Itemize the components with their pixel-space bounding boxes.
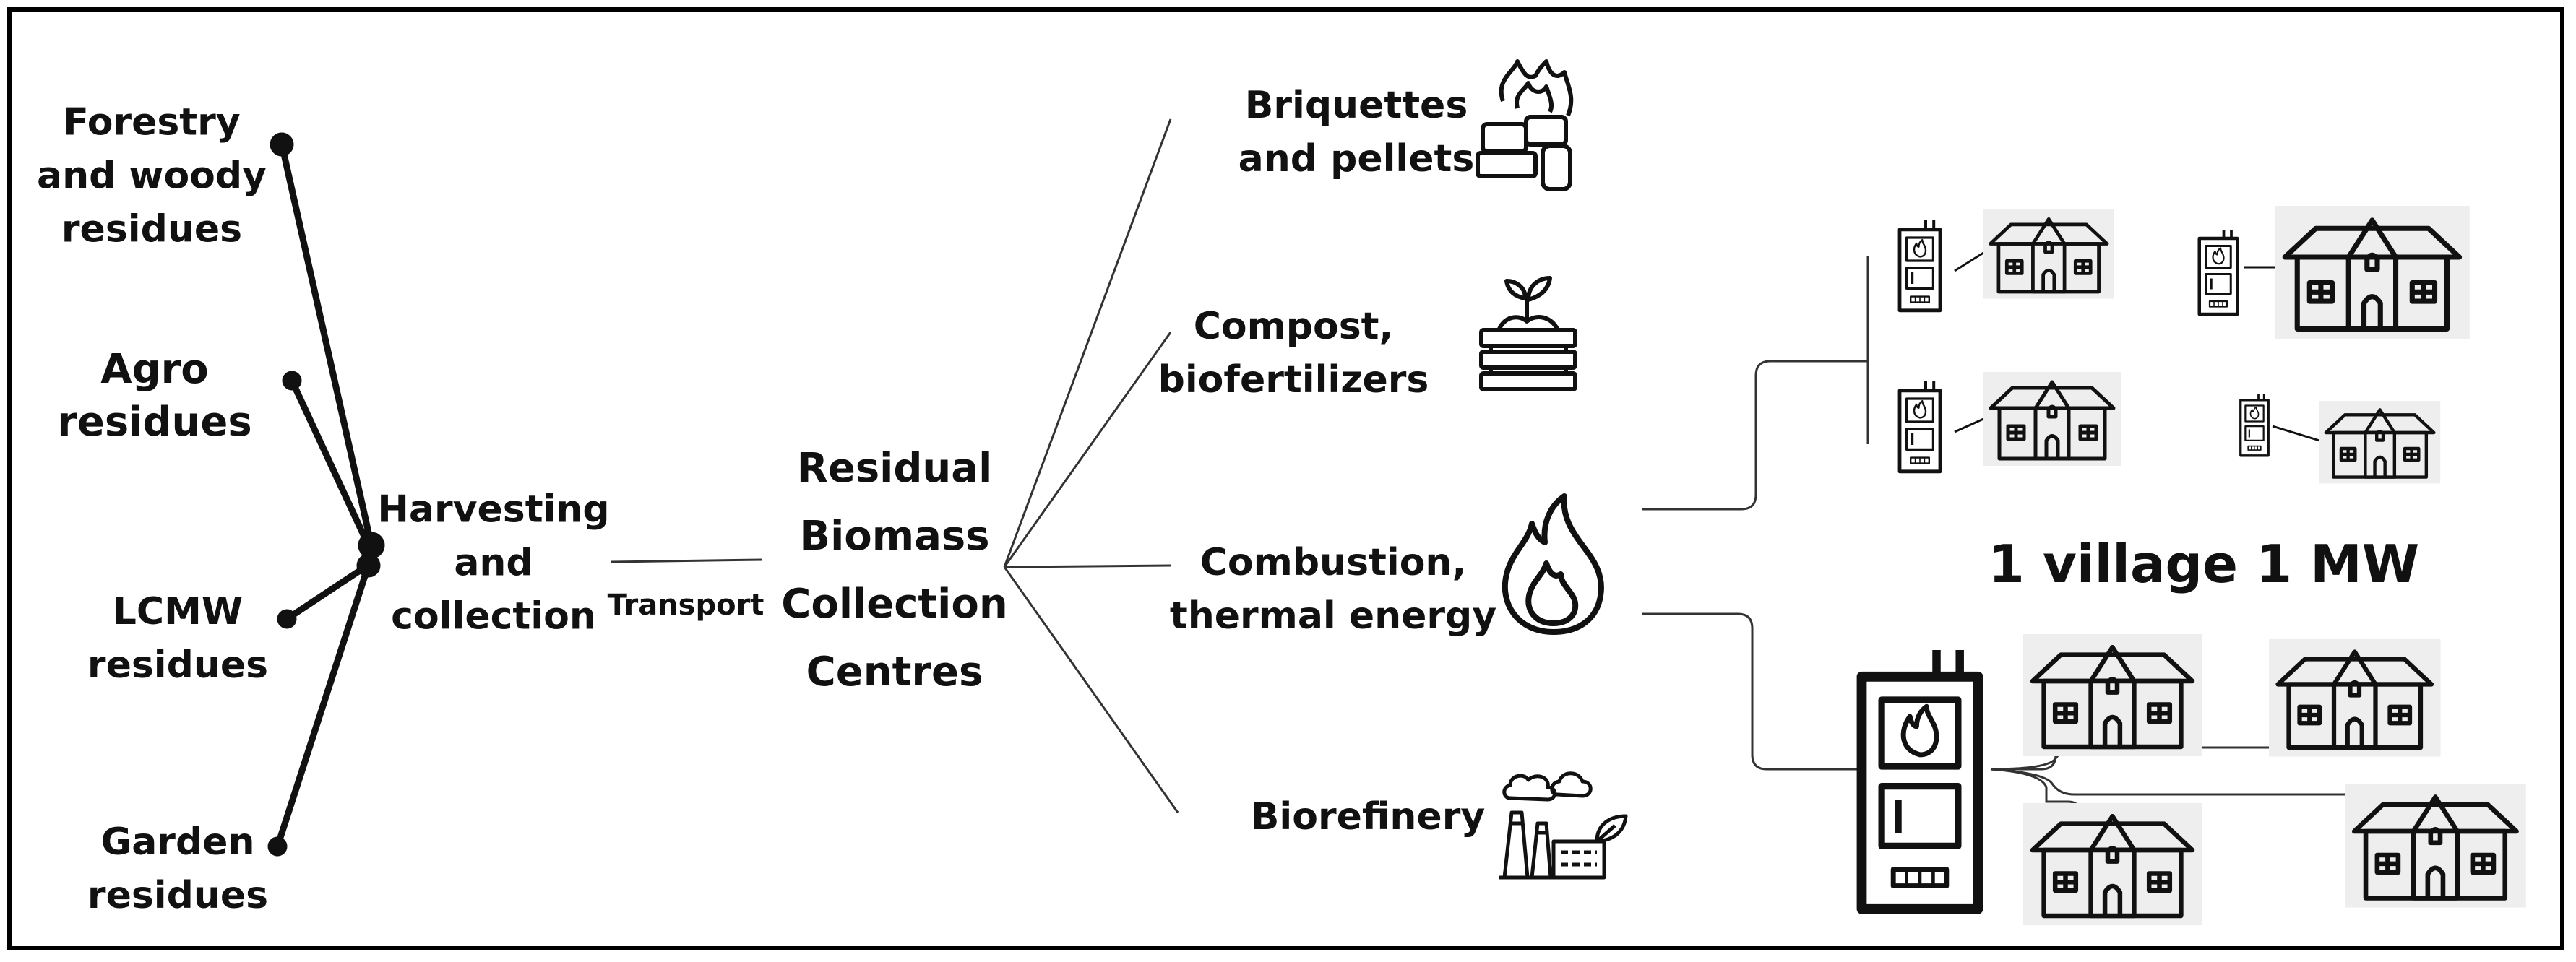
fan-line-compost — [1003, 332, 1172, 568]
village-title: 1 village 1 MW — [1988, 534, 2420, 595]
fan-line-briquettes — [1003, 118, 1172, 568]
boiler-house-link-1 — [1954, 251, 1984, 272]
house-icon — [1983, 209, 2114, 299]
fan-line-combustion — [1004, 564, 1171, 568]
spoke-lcmw — [283, 561, 372, 623]
spoke-agro — [288, 377, 374, 552]
dot-lcmw — [277, 609, 297, 629]
transport-label: Transport — [607, 589, 764, 622]
house-icon — [2275, 206, 2470, 339]
house-icon — [1983, 372, 2121, 466]
dot-forestry — [270, 132, 294, 157]
house-icon — [2023, 803, 2202, 925]
boiler-icon — [1900, 381, 1940, 472]
house-icon — [2269, 639, 2441, 757]
dot-garden — [267, 836, 288, 857]
house-icon — [2345, 784, 2526, 908]
boiler-icon-large — [1862, 650, 1978, 909]
diagram-frame — [7, 7, 2564, 950]
transport-line — [610, 558, 763, 563]
boiler-icon — [1900, 220, 1940, 311]
product-label-biorefinery: Biorefinery — [1250, 795, 1486, 839]
boiler-house-link-4 — [2272, 425, 2320, 442]
product-label-compost: Compost,biofertilizers — [1158, 305, 1429, 402]
boiler-icon — [2200, 230, 2238, 314]
house-icon — [2023, 634, 2202, 756]
briquettes-fire-icon — [1476, 59, 1574, 191]
fan-line-biorefinery — [1003, 566, 1179, 813]
hub-dot-2 — [356, 553, 381, 578]
dot-agro — [282, 370, 302, 391]
compost-crate-icon — [1479, 276, 1577, 391]
product-label-combustion: Combustion,thermal energy — [1169, 541, 1497, 638]
boiler-house-link-3 — [1954, 417, 1984, 433]
spoke-forestry — [278, 141, 375, 549]
flame-icon — [1502, 493, 1604, 635]
spoke-garden — [274, 561, 372, 850]
lower-network-line — [1642, 612, 1861, 771]
boiler-icon — [2239, 392, 2270, 457]
factory-icon — [1499, 771, 1628, 880]
house-icon — [2319, 401, 2440, 483]
upper-network-line — [1642, 360, 1868, 511]
